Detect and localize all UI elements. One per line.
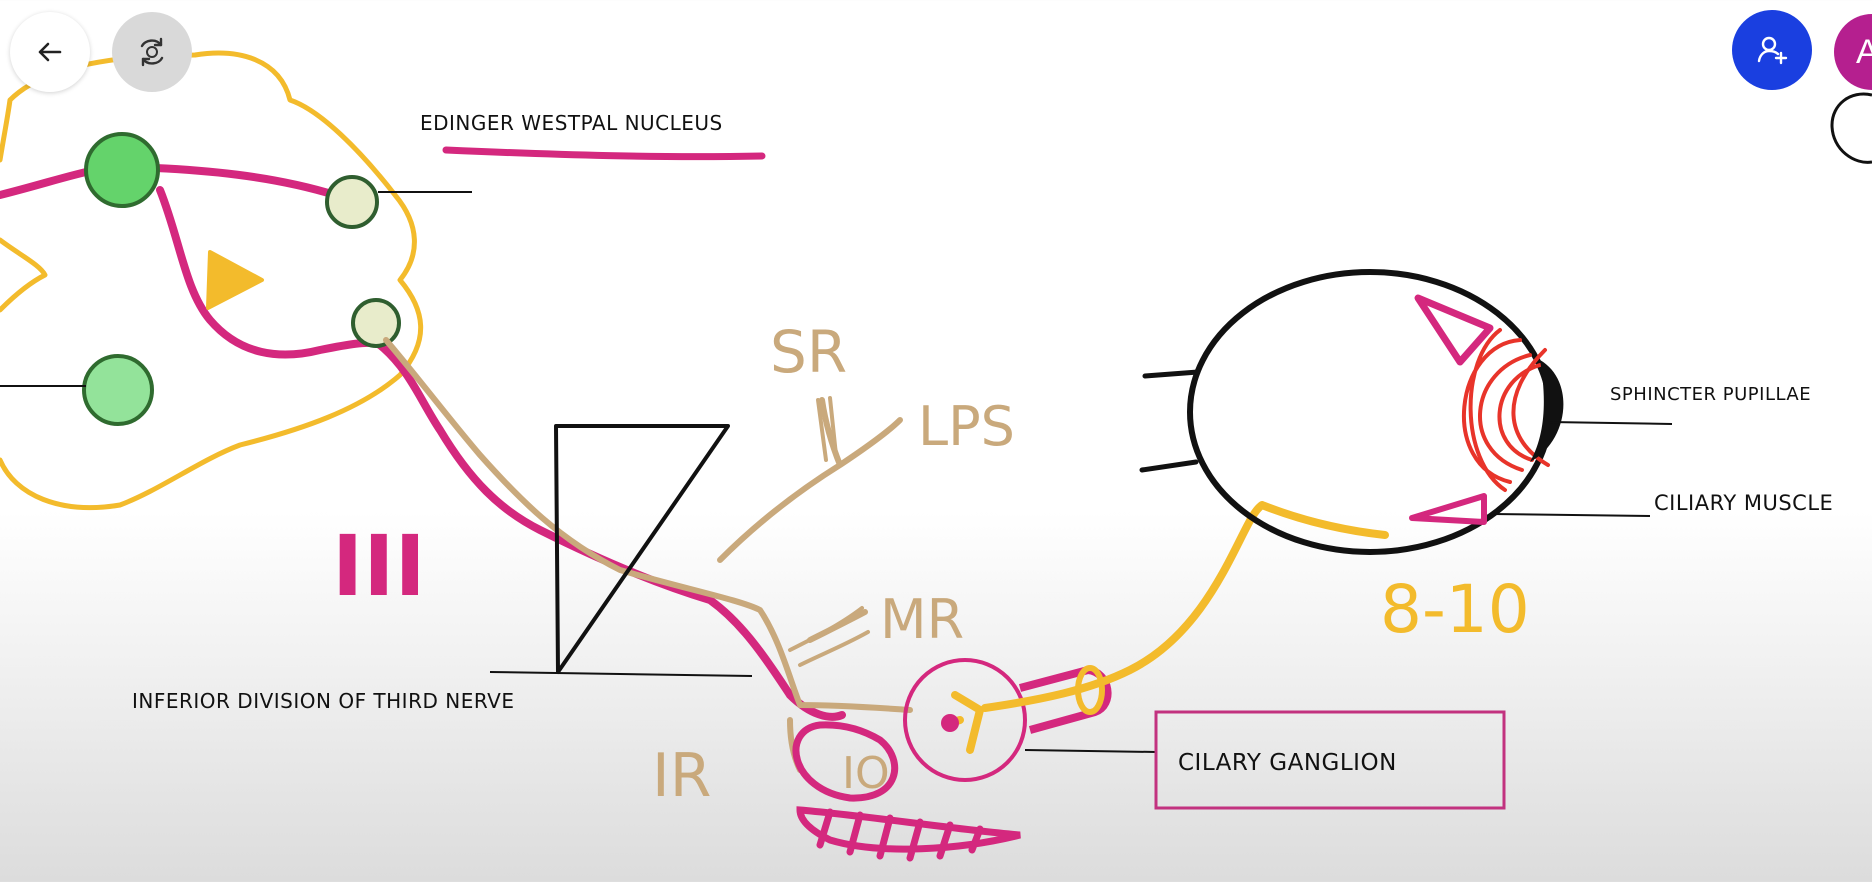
lps-label: LPS [918, 395, 1015, 458]
ciliary-body-upper [1414, 294, 1494, 366]
range-label: 8-10 [1380, 571, 1530, 648]
optic-nerve-lines [1139, 369, 1201, 473]
sphincter-pupillae-label: SPHINCTER PUPILLAE [1610, 384, 1811, 405]
nucleus-green-lower [82, 354, 154, 426]
pointer-line-sphincter [1549, 421, 1673, 425]
ciliary-ganglion-box [1154, 710, 1506, 810]
cranial-nerve-numeral: III [332, 517, 426, 615]
midbrain-outline [0, 50, 424, 511]
edinger-underline [442, 146, 766, 161]
nucleus-green-upper [84, 132, 160, 208]
back-arrow-icon [38, 42, 62, 62]
avatar-initial: A [1856, 32, 1872, 71]
replay-icon [140, 37, 164, 67]
add-person-button[interactable] [1732, 10, 1812, 90]
io-hatching [796, 806, 1021, 862]
aqueduct-triangle [206, 250, 264, 310]
eyeball [1187, 269, 1553, 555]
short-ciliary-nerve [981, 501, 1389, 712]
nerve-branch-mr [788, 606, 870, 667]
back-button[interactable] [10, 12, 90, 92]
iris-sphincter [1462, 328, 1550, 492]
nerve-branch-sr [816, 396, 838, 462]
nucleus-small-lower [351, 298, 401, 348]
pupil-region [1530, 360, 1564, 462]
ciliary-body-lower [1409, 493, 1487, 525]
edinger-westphal-label: EDINGER WESTPAL NUCLEUS [420, 111, 723, 135]
ganglion-dot [941, 714, 959, 732]
inferior-division-label: INFERIOR DIVISION OF THIRD NERVE [132, 689, 514, 713]
edge-sketch [1830, 92, 1872, 164]
mr-label: MR [880, 588, 964, 651]
add-person-icon [1757, 36, 1788, 65]
ciliary-ganglion [903, 658, 1027, 782]
pointer-line-ciliary-muscle [1491, 513, 1651, 517]
ciliary-ganglion-label: CILARY GANGLION [1178, 750, 1397, 776]
pointer-line-ganglion [1024, 749, 1157, 753]
io-muscle [792, 721, 899, 802]
nucleus-small-upper [325, 175, 379, 229]
ir-label: IR [652, 741, 711, 811]
pointer-line-inferior [489, 671, 753, 677]
sr-label: SR [770, 318, 847, 386]
io-label: IO [842, 748, 890, 799]
replay-button[interactable] [112, 12, 192, 92]
ciliary-muscle-label: CILIARY MUSCLE [1654, 491, 1833, 515]
division-triangle [554, 424, 730, 674]
